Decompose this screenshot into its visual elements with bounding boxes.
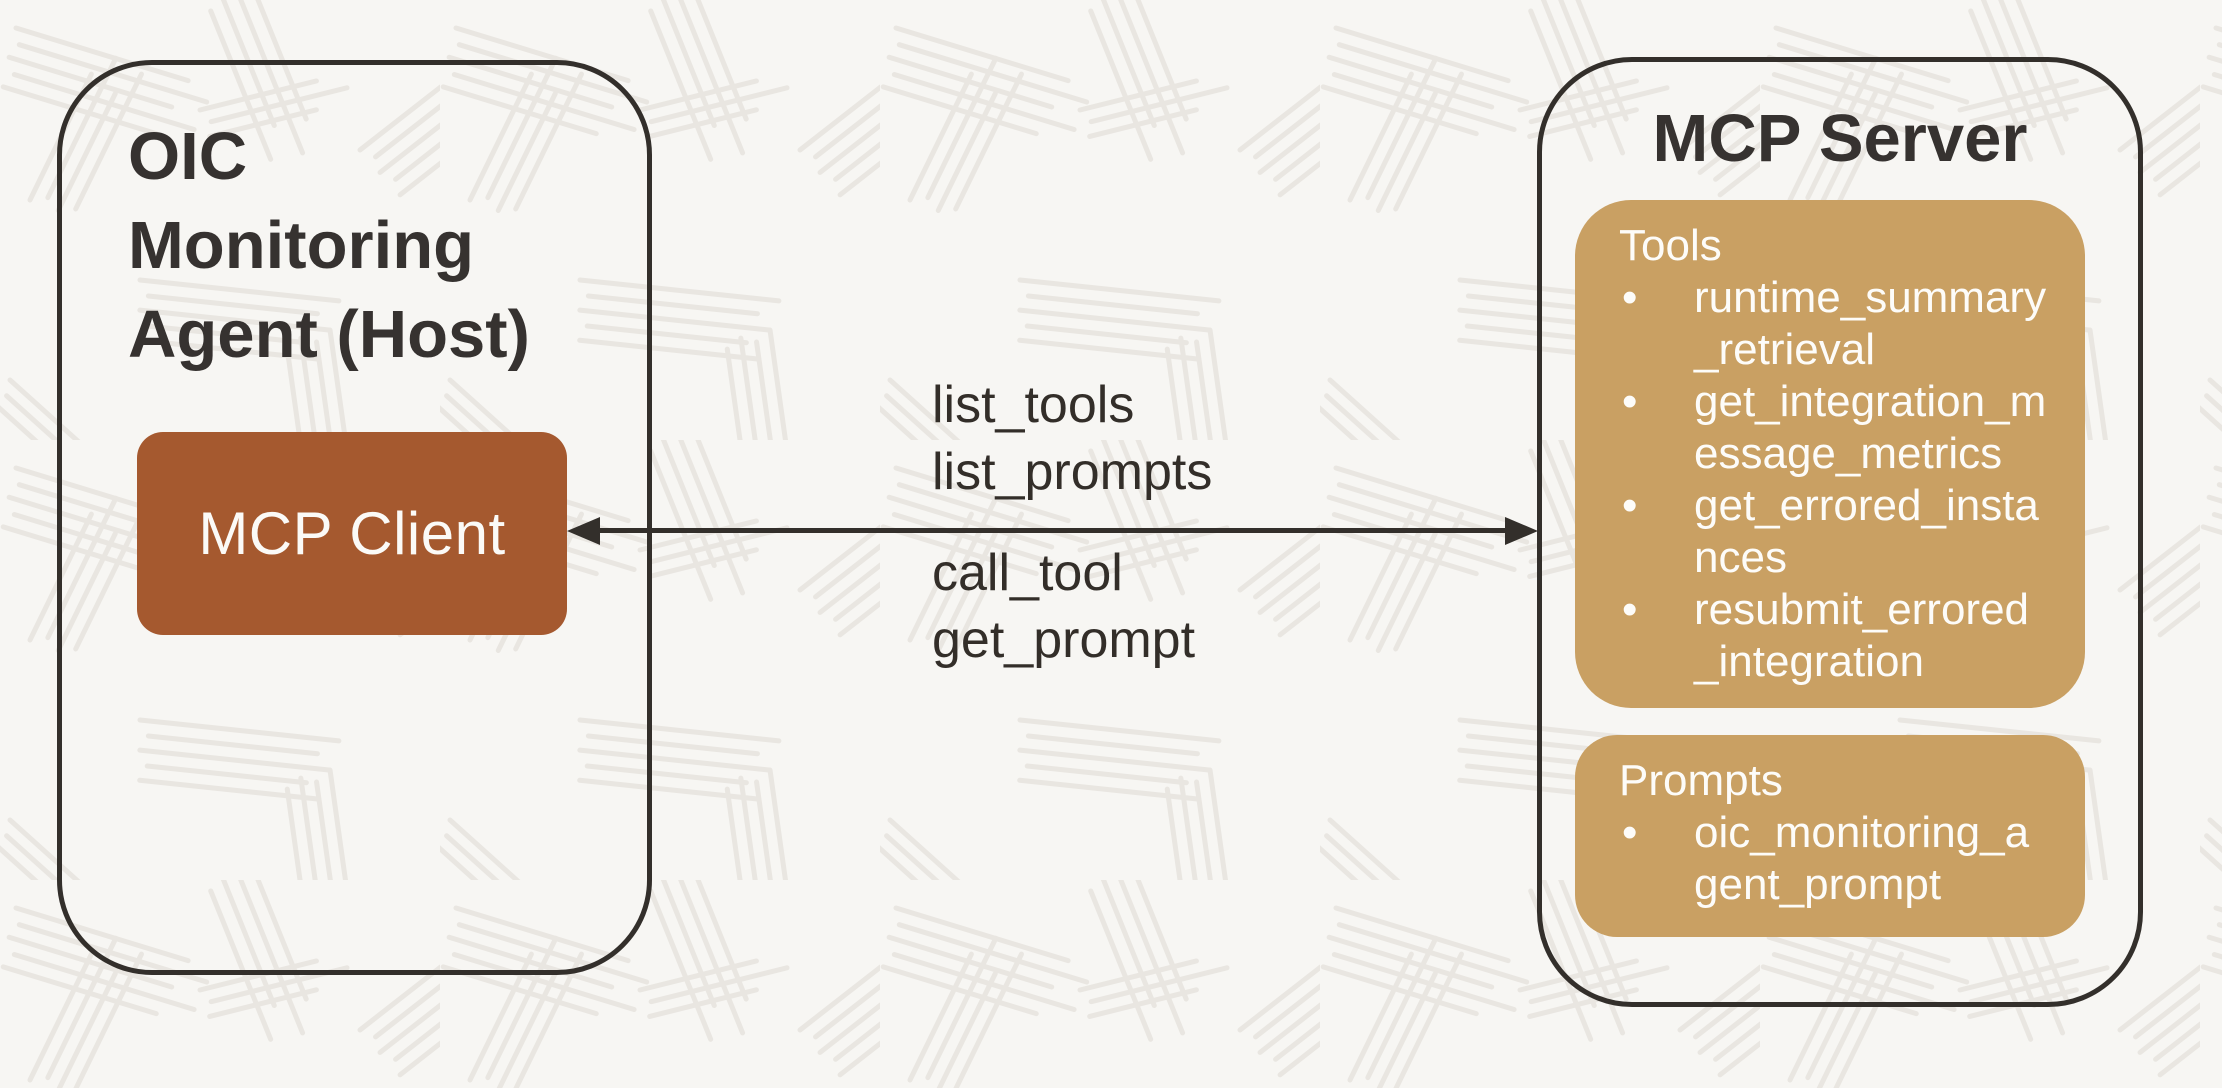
bullet-icon: • [1622,377,1638,426]
connection-labels-discovery: list_tools list_prompts [932,372,1212,506]
server-box [1537,57,2143,1007]
tool-item-label: get_errored_instances [1694,481,2039,582]
connection-label: list_prompts [932,443,1213,501]
mcp-client-label: MCP Client [198,500,506,567]
connection-labels-invocation: call_tool get_prompt [932,540,1195,674]
tool-item: • runtime_summary_retrieval [1619,272,2059,376]
tool-item: • get_errored_instances [1619,480,2059,584]
bullet-icon: • [1622,808,1638,857]
server-title: MCP Server [1652,101,2028,176]
host-box [57,60,652,975]
tools-heading: Tools [1619,221,1722,270]
prompts-panel: Prompts • oic_monitoring_agent_prompt [1575,735,2085,937]
arrow-head-left-icon [567,517,600,545]
mcp-client-node: MCP Client [137,432,567,635]
tool-item: • get_integration_message_metrics [1619,376,2059,480]
prompt-item: • oic_monitoring_agent_prompt [1619,807,2059,911]
connection-label: get_prompt [932,611,1196,669]
prompt-item-label: oic_monitoring_agent_prompt [1694,808,2030,909]
arrow-head-right-icon [1505,517,1538,545]
connection-label: call_tool [932,544,1123,602]
tool-item-label: runtime_summary_retrieval [1694,273,2047,374]
bullet-icon: • [1622,481,1638,530]
tool-item: • resubmit_errored_integration [1619,584,2059,688]
connection-label: list_tools [932,376,1135,434]
bullet-icon: • [1622,585,1638,634]
host-title: OIC Monitoring Agent (Host) [128,119,530,373]
tool-item-label: get_integration_message_metrics [1694,377,2047,478]
prompts-heading: Prompts [1619,756,1783,805]
bidirectional-arrow-line [594,528,1512,533]
tools-panel: Tools • runtime_summary_retrieval • get_… [1575,200,2085,708]
tool-item-label: resubmit_errored_integration [1694,585,2030,686]
bullet-icon: • [1622,273,1638,322]
